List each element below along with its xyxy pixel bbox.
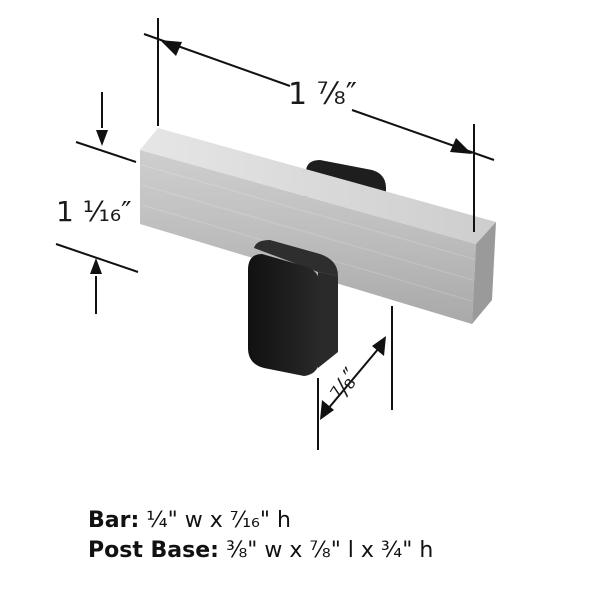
height-arrow-top	[96, 130, 108, 146]
bar-spec-label: Bar:	[88, 508, 140, 533]
front-post	[248, 240, 338, 376]
post-spec-value: ⅜" w x ⅞" l x ¾" h	[225, 538, 434, 563]
specifications: Bar: ¼" w x ⁷⁄₁₆" h Post Base: ⅜" w x ⅞"…	[88, 506, 433, 566]
height-arrow-bottom	[90, 258, 102, 274]
length-label: 1 ⅞″	[288, 77, 357, 112]
length-arrow-left	[160, 40, 182, 56]
bar-spec: Bar: ¼" w x ⁷⁄₁₆" h	[88, 506, 433, 536]
post-spec: Post Base: ⅜" w x ⅞" l x ¾" h	[88, 536, 433, 566]
height-dimension	[55, 92, 139, 314]
height-label: 1 ¹⁄₁₆″	[56, 195, 132, 228]
depth-arrow-bottom	[320, 400, 334, 420]
bar-spec-value: ¼" w x ⁷⁄₁₆" h	[146, 508, 291, 533]
depth-arrow-top	[372, 336, 386, 356]
post-spec-label: Post Base:	[88, 538, 219, 563]
length-arrow-right	[450, 138, 472, 154]
depth-dimension	[317, 306, 393, 450]
t-bar	[140, 128, 496, 324]
